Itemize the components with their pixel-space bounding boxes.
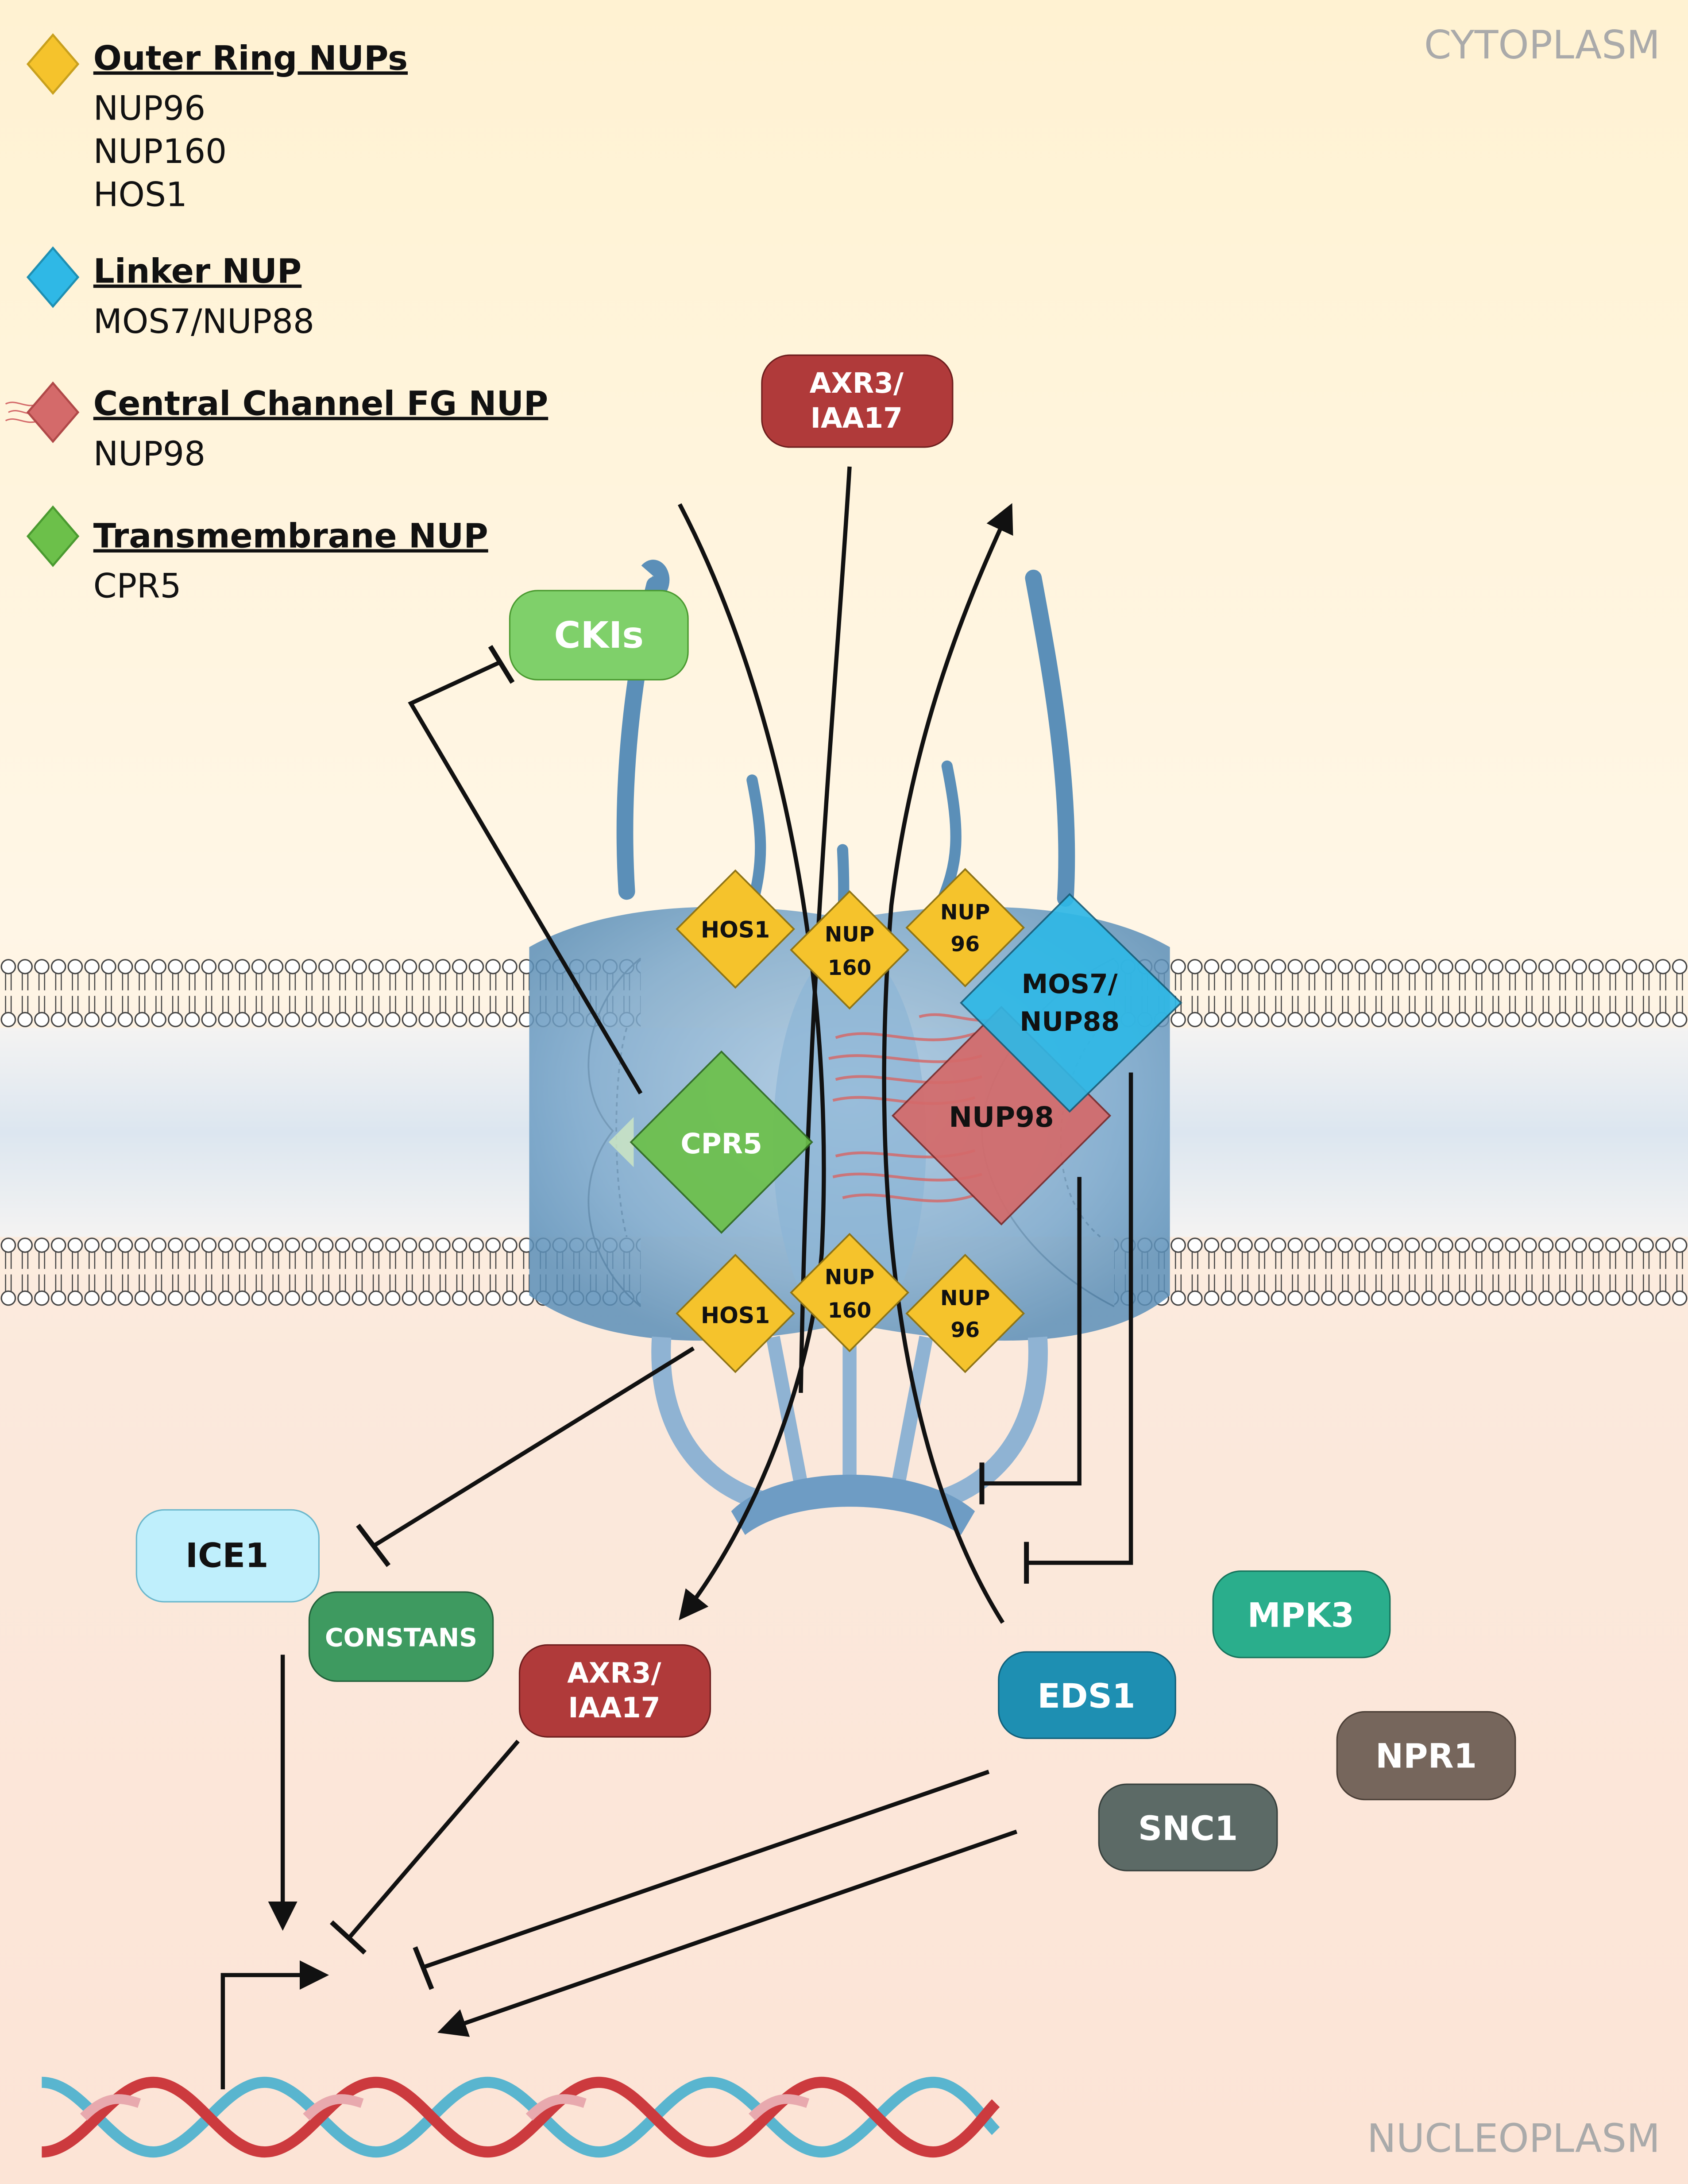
svg-text:HOS1: HOS1 — [701, 1303, 770, 1329]
cytoplasm-label: CYTOPLASM — [1424, 22, 1660, 68]
legend-item: MOS7/NUP88 — [93, 302, 314, 341]
svg-text:96: 96 — [950, 932, 980, 957]
nup160-top: NUP 160 — [790, 890, 909, 1010]
hos1-bottom: HOS1 — [676, 1253, 795, 1373]
svg-text:160: 160 — [828, 956, 872, 980]
svg-text:CONSTANS: CONSTANS — [325, 1624, 477, 1653]
pathways — [220, 466, 1133, 2090]
mos7-inhibition — [1026, 1072, 1133, 1565]
legend-item: HOS1 — [93, 175, 187, 214]
svg-text:NUP: NUP — [940, 900, 990, 924]
svg-text:IAA17: IAA17 — [811, 402, 903, 434]
nup96-top: NUP 96 — [905, 868, 1025, 988]
svg-text:MPK3: MPK3 — [1248, 1596, 1355, 1635]
svg-text:96: 96 — [950, 1318, 980, 1342]
outer-ring-diamond-icon — [26, 33, 80, 95]
svg-text:HOS1: HOS1 — [701, 916, 770, 943]
svg-text:NUP: NUP — [940, 1286, 990, 1310]
hos1-constans-inhibition — [372, 1346, 695, 1548]
legend-fg-nup-title: Central Channel FG NUP — [93, 384, 548, 423]
mos7-nup88-diamond: MOS7/ NUP88 — [960, 893, 1182, 1113]
linker-diamond-icon — [26, 246, 80, 308]
eds1-repression-line — [424, 1770, 990, 1969]
snc1-activation-arrow — [437, 1829, 1018, 2037]
svg-text:MOS7/: MOS7/ — [1022, 969, 1118, 1000]
legend-item: CPR5 — [93, 567, 182, 606]
svg-text:NUP88: NUP88 — [1020, 1007, 1120, 1037]
legend-fg-nup: Central Channel FG NUP NUP98 — [5, 381, 548, 473]
svg-text:NUP98: NUP98 — [949, 1101, 1054, 1133]
dna-helix — [41, 2076, 1000, 2158]
svg-text:ICE1: ICE1 — [185, 1536, 269, 1575]
svg-text:NUP: NUP — [825, 1265, 874, 1290]
legend-item: NUP98 — [93, 434, 205, 473]
nup98-inhibition — [981, 1177, 1082, 1486]
legend-transmembrane-title: Transmembrane NUP — [93, 516, 488, 555]
nup160-bottom: NUP 160 — [790, 1233, 909, 1353]
npr1-box: NPR1 — [1336, 1711, 1516, 1801]
nup96-bottom: NUP 96 — [905, 1253, 1025, 1373]
ice1-box: ICE1 — [135, 1509, 320, 1603]
nucleoplasm-label: NUCLEOPLASM — [1367, 2116, 1660, 2161]
snc1-box: SNC1 — [1098, 1783, 1278, 1871]
hos1-top: HOS1 — [676, 869, 795, 989]
cpr5-diamond: CPR5 — [608, 1050, 813, 1234]
constans-box: CONSTANS — [308, 1591, 494, 1682]
eds1-export-arrow — [882, 503, 1013, 1624]
legend-outer-ring-title: Outer Ring NUPs — [93, 39, 408, 77]
legend-outer-ring: Outer Ring NUPs NUP96 NUP160 HOS1 — [26, 33, 408, 214]
mpk3-box: MPK3 — [1212, 1570, 1391, 1658]
legend-linker: Linker NUP MOS7/NUP88 — [26, 246, 314, 341]
axr3-import-arrow — [678, 503, 826, 1620]
axr3-bottom-box: AXR3/ IAA17 — [518, 1644, 711, 1738]
svg-text:CKIs: CKIs — [554, 615, 644, 657]
cpr5-ckis-inhibition — [408, 660, 643, 1095]
svg-text:NUP: NUP — [825, 923, 874, 947]
legend-item: NUP160 — [93, 132, 227, 171]
svg-text:AXR3/: AXR3/ — [810, 367, 904, 399]
fg-nup-diamond-icon — [26, 381, 80, 443]
ckis-box: CKIs — [509, 590, 689, 680]
svg-text:AXR3/: AXR3/ — [567, 1657, 661, 1689]
axr3-repression-line — [346, 1739, 520, 1940]
svg-text:NPR1: NPR1 — [1375, 1736, 1477, 1775]
axr3-channel-line — [799, 466, 852, 1393]
legend-linker-title: Linker NUP — [93, 252, 301, 291]
transcription-start-arrow — [220, 1960, 329, 2090]
svg-text:SNC1: SNC1 — [1138, 1809, 1238, 1848]
svg-text:EDS1: EDS1 — [1037, 1677, 1135, 1716]
legend-item: NUP96 — [93, 89, 205, 128]
axr3-top-box: AXR3/ IAA17 — [761, 354, 954, 448]
legend-transmembrane: Transmembrane NUP CPR5 — [26, 505, 488, 606]
svg-text:160: 160 — [828, 1299, 872, 1323]
transmembrane-diamond-icon — [26, 505, 80, 567]
svg-text:CPR5: CPR5 — [680, 1128, 762, 1160]
eds1-box: EDS1 — [998, 1651, 1176, 1739]
svg-text:IAA17: IAA17 — [568, 1692, 660, 1724]
legend: Outer Ring NUPs NUP96 NUP160 HOS1 Linker… — [5, 33, 548, 606]
